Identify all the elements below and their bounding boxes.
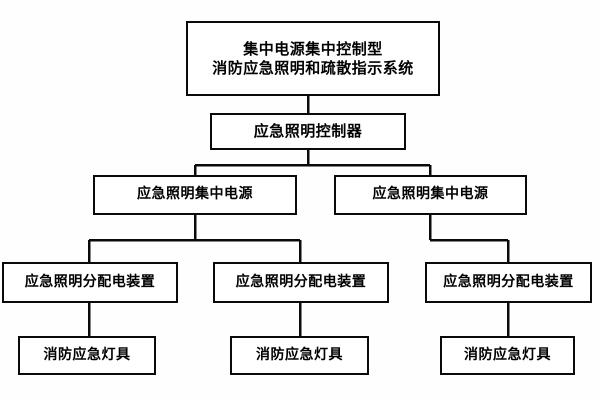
node-label: 消防应急灯具 xyxy=(43,346,131,363)
node-central-power-supply-left: 应急照明集中电源 xyxy=(93,175,297,215)
node-distribution-device-middle: 应急照明分配电装置 xyxy=(213,262,389,303)
node-distribution-device-left: 应急照明分配电装置 xyxy=(2,262,178,303)
node-emergency-luminaire-middle: 消防应急灯具 xyxy=(230,336,369,375)
node-label: 消防应急灯具 xyxy=(464,346,551,363)
node-system-root: 集中电源集中控制型 消防应急照明和疏散指示系统 xyxy=(186,21,440,96)
node-emergency-luminaire-left: 消防应急灯具 xyxy=(18,336,156,375)
node-label: 应急照明集中电源 xyxy=(137,186,253,203)
node-label: 应急照明集中电源 xyxy=(372,186,489,203)
node-label: 消防应急灯具 xyxy=(256,346,343,363)
node-label: 应急照明分配电装置 xyxy=(235,273,367,290)
node-distribution-device-right: 应急照明分配电装置 xyxy=(425,262,592,303)
node-label: 应急照明分配电装置 xyxy=(24,273,156,290)
node-central-power-supply-right: 应急照明集中电源 xyxy=(334,175,527,215)
node-emergency-luminaire-right: 消防应急灯具 xyxy=(440,336,575,375)
node-label: 集中电源集中控制型 消防应急照明和疏散指示系统 xyxy=(212,39,414,77)
node-label: 应急照明控制器 xyxy=(253,122,363,141)
node-emergency-lighting-controller: 应急照明控制器 xyxy=(210,113,406,150)
node-label: 应急照明分配电装置 xyxy=(443,273,574,290)
